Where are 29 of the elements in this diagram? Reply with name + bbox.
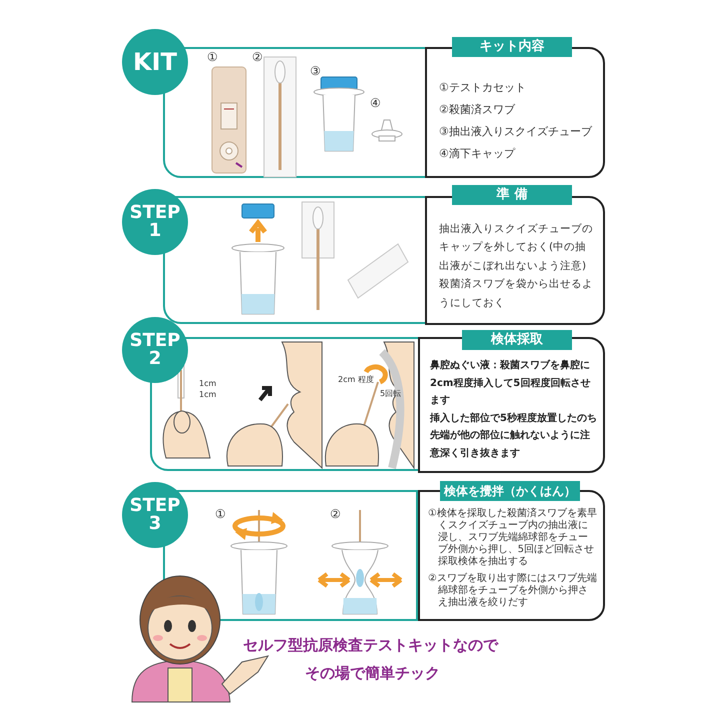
item-number: ②	[252, 50, 263, 64]
body-text: ②殺菌済スワブ	[439, 102, 516, 118]
slogan-text: セルフ型抗原検査テストキットなので	[243, 636, 498, 655]
header-tab: 準 備	[452, 185, 572, 205]
step-badge: STEP 1	[122, 189, 188, 255]
item-number: ②	[330, 507, 341, 521]
slogan-text: その場で簡単チック	[305, 664, 440, 683]
body-text: 挿入した部位で5秒程度放置したのち先端が他の部位に触れないように注意深く引き抜きます	[430, 411, 597, 460]
body-text: 抽出液入りスクイズチューブのキャップを外しておく(中の抽出液がこぼれ出ないよう注意)殺菌済スワブを袋から出せるようにしておく	[439, 222, 594, 310]
body-text: ④滴下キャップ	[439, 146, 516, 162]
step-badge: KIT	[122, 29, 188, 95]
measure-label: 2cm 程度	[338, 374, 374, 385]
measure-label: 1cm	[199, 390, 216, 399]
body-text: ③抽出液入りスクイズチューブ	[439, 124, 593, 140]
measure-label: 5回転	[380, 388, 402, 399]
body-text: ①テストカセット	[439, 80, 527, 96]
body-text: 鼻腔ぬぐい液：殺菌スワブを鼻腔に2cm程度挿入して5回程度回転させます	[430, 358, 592, 408]
header-tab: 検体採取	[462, 330, 572, 350]
step-badge: STEP 2	[122, 317, 188, 383]
item-number: ③	[310, 64, 321, 78]
item-number: ④	[370, 96, 381, 110]
header-tab: キット内容	[452, 37, 572, 57]
header-tab: 検体を攪拌（かくはん）	[440, 481, 580, 501]
item-number: ①	[207, 50, 218, 64]
body-text: ②スワブを取り出す際にはスワブ先端綿球部をチューブを外側から押さえ抽出液を絞りだす	[428, 572, 597, 608]
body-text: ①検体を採取した殺菌済スワブを素早くスクイズチューブ内の抽出液に浸し、スワブ先端綿球部をチューブ外側から押し、5回ほど回転させ採取検体を抽出する	[428, 508, 597, 568]
item-number: ①	[215, 507, 226, 521]
measure-label: 1cm	[199, 379, 216, 388]
step-badge: STEP 3	[122, 482, 188, 548]
